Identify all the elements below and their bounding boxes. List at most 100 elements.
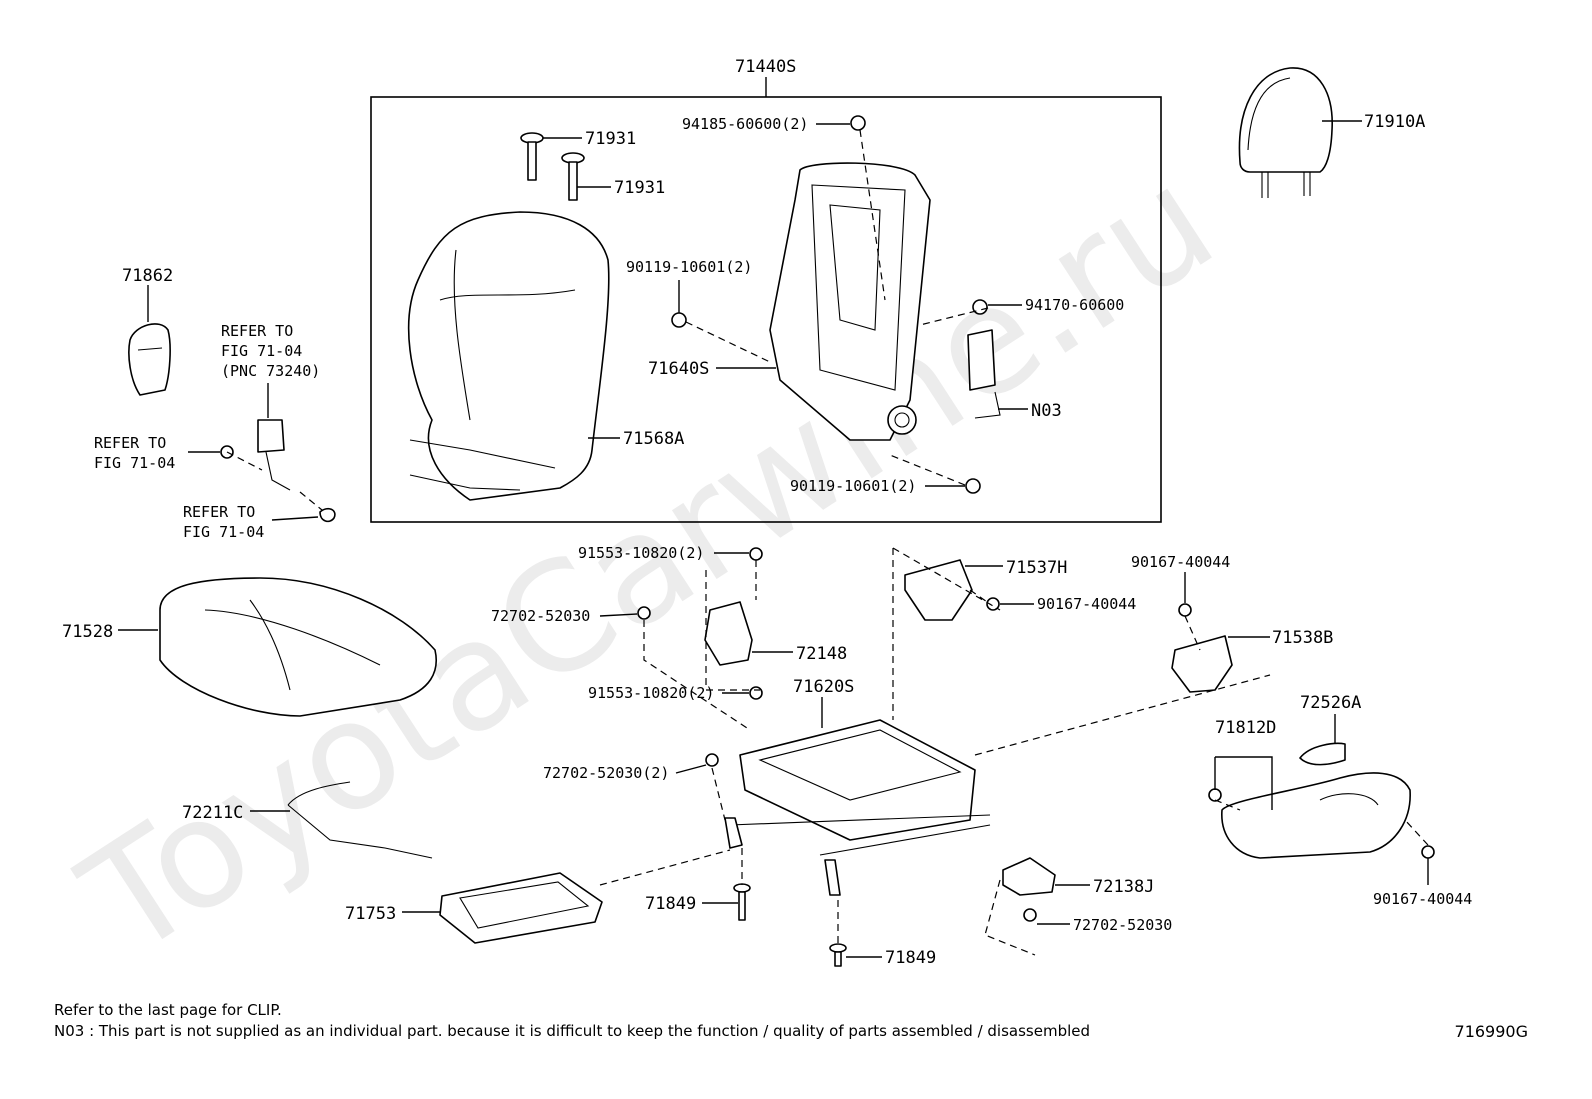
callout-refer-1: REFER TO FIG 71-04 (PNC 73240) — [221, 322, 320, 418]
label-90167-a: 90167-40044 — [1037, 595, 1136, 613]
refer-2-line2: FIG 71-04 — [94, 454, 175, 472]
screw-c-part — [1421, 845, 1435, 859]
group-label: 71440S — [735, 57, 796, 77]
callout-bolt-e: 72702-52030 — [1037, 916, 1172, 934]
label-72526a: 72526A — [1300, 693, 1361, 713]
shield-screw-part — [1208, 788, 1222, 802]
callout-nut-top: 94185-60600(2) — [682, 115, 850, 133]
label-n03: N03 — [1031, 401, 1062, 421]
end-cover-part — [1002, 857, 1056, 922]
callout-shield: 71812D — [1214, 718, 1276, 810]
callout-headrest: 71910A — [1322, 112, 1425, 132]
label-91553-a: 91553-10820(2) — [578, 544, 704, 562]
label-72702-b: 72702-52030(2) — [543, 764, 669, 782]
label-72702-a: 72702-52030 — [491, 607, 590, 625]
note-n03: N03 : This part is not supplied as an in… — [54, 1022, 1091, 1040]
label-71528: 71528 — [62, 622, 113, 642]
label-71568a: 71568A — [623, 429, 684, 449]
refer-3-line1: REFER TO — [183, 503, 255, 521]
label-71849-a: 71849 — [645, 894, 696, 914]
shield-part — [1221, 772, 1411, 859]
cushion-part — [159, 577, 437, 717]
label-72702-c: 72702-52030 — [1073, 916, 1172, 934]
pin-1-part — [733, 883, 751, 921]
callout-screw-c: 90167-40044 — [1373, 858, 1472, 908]
label-94170: 94170-60600 — [1025, 296, 1124, 314]
refer-2-line1: REFER TO — [94, 434, 166, 452]
bolt-frame-left-part — [671, 312, 687, 328]
nut-right-part — [972, 299, 988, 315]
callout-screw-b: 90167-40044 — [1131, 553, 1230, 603]
back-cover-part — [407, 211, 610, 501]
recliner-cover-part — [1171, 603, 1233, 693]
headrest-part — [1238, 67, 1333, 198]
frame-part — [769, 162, 931, 441]
label-71640s: 71640S — [648, 359, 709, 379]
label-71537h: 71537H — [1006, 558, 1067, 578]
tray-part — [439, 872, 603, 944]
callout-airbag: N03 — [998, 401, 1062, 421]
label-71849-b: 71849 — [885, 948, 936, 968]
label-90119-b: 90119-10601(2) — [790, 477, 916, 495]
callout-knob: 72526A — [1300, 693, 1361, 744]
callout-bolt-c: 91553-10820(2) — [588, 684, 749, 702]
bolt-c-part — [749, 686, 763, 700]
label-90167-b: 90167-40044 — [1131, 553, 1230, 571]
label-72138j: 72138J — [1093, 877, 1154, 897]
label-90167-c: 90167-40044 — [1373, 890, 1472, 908]
callout-clip-1: 71931 — [543, 129, 636, 149]
callout-refer-2: REFER TO FIG 71-04 — [94, 434, 220, 472]
label-71910a: 71910A — [1364, 112, 1425, 132]
label-72148: 72148 — [796, 644, 847, 664]
refer-1-line3: (PNC 73240) — [221, 362, 320, 380]
callout-frame: 71640S — [648, 359, 776, 379]
callout-recliner-cover: 71538B — [1228, 628, 1333, 648]
bolt-a-part — [749, 547, 763, 561]
label-91553-b: 91553-10820(2) — [588, 684, 714, 702]
callout-clip-2: 71931 — [577, 178, 665, 198]
figure-code: 716990G — [1454, 1022, 1528, 1041]
callout-bolt-frame-left: 90119-10601(2) — [626, 258, 752, 313]
hinge-cover-part — [904, 559, 1000, 621]
label-72211c: 72211C — [182, 803, 243, 823]
callout-bolt-b: 72702-52030 — [491, 607, 638, 625]
callout-bolt-frame-bottom: 90119-10601(2) — [790, 477, 965, 495]
callout-bolt-a: 91553-10820(2) — [578, 544, 749, 562]
callout-bracket: 72148 — [752, 644, 847, 664]
knob-part — [1299, 742, 1346, 766]
label-71753: 71753 — [345, 904, 396, 924]
callout-bolt-d: 72702-52030(2) — [543, 764, 707, 782]
note-clip: Refer to the last page for CLIP. — [54, 1001, 282, 1019]
callout-pin-1: 71849 — [645, 894, 738, 914]
callout-pin-2: 71849 — [846, 948, 936, 968]
pin-2-part — [829, 943, 847, 967]
bolt-d-part — [705, 753, 719, 767]
callout-screw-a: 90167-40044 — [1000, 595, 1136, 613]
callout-wire: 72211C — [182, 803, 290, 823]
label-71862: 71862 — [122, 266, 173, 286]
callout-side-cover: 71862 — [122, 266, 173, 322]
callout-hinge-cover: 71537H — [965, 558, 1067, 578]
callout-back-cover: 71568A — [588, 429, 684, 449]
label-94185: 94185-60600(2) — [682, 115, 808, 133]
callout-nut-right: 94170-60600 — [988, 296, 1124, 314]
nut-top-part — [850, 115, 866, 131]
callout-cushion: 71528 — [62, 622, 158, 642]
wire-part — [287, 781, 433, 859]
bolt-b-part — [637, 606, 651, 620]
clip-part-2 — [561, 152, 585, 201]
label-71538b: 71538B — [1272, 628, 1333, 648]
label-71620s: 71620S — [793, 677, 854, 697]
side-cover-part — [128, 323, 171, 396]
label-71931-a: 71931 — [585, 129, 636, 149]
bolt-frame-bottom-part — [965, 478, 981, 494]
callout-tray: 71753 — [345, 904, 440, 924]
refer-1-line1: REFER TO — [221, 322, 293, 340]
seatback-group: 71440S — [370, 57, 1162, 523]
callout-adjuster: 71620S — [793, 677, 854, 728]
adjuster-part — [724, 719, 991, 896]
clip-part-1 — [520, 132, 544, 181]
refer-3-line2: FIG 71-04 — [183, 523, 264, 541]
callout-end-cover: 72138J — [1055, 877, 1154, 897]
